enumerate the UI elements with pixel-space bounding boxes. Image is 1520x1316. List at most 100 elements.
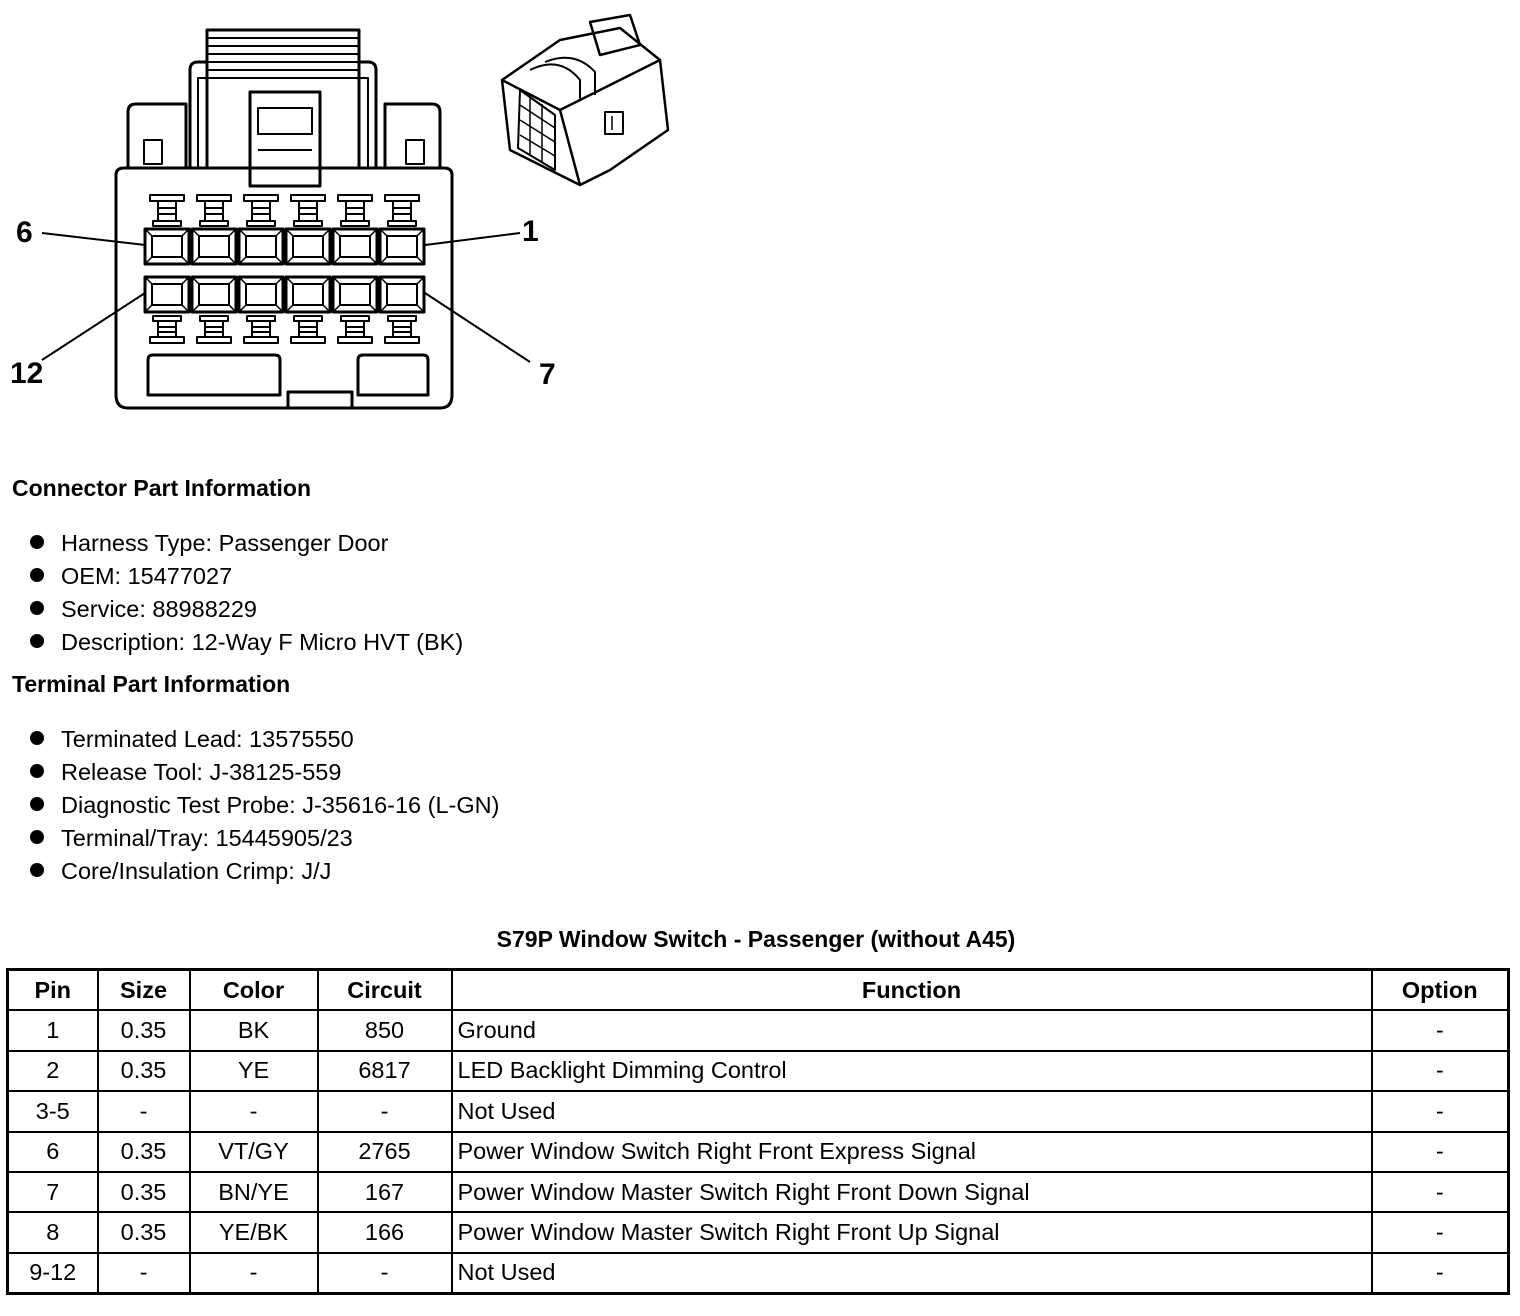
terminal-cavity [284,275,332,314]
list-item: Service: 88988229 [30,594,463,627]
table-cell: - [188,1090,319,1133]
connector-info-list: Harness Type: Passenger Door OEM: 154770… [30,528,463,660]
table-cell: 9-12 [6,1251,99,1295]
terminal-cavity [378,275,426,314]
table-cell: 0.35 [96,1009,191,1052]
table-cell: 6 [6,1130,99,1173]
terminal-latch [384,315,420,344]
table-cell: 167 [316,1170,453,1214]
pin-label-12: 12 [10,357,44,390]
connector-3d-view [500,13,670,187]
bullet-icon [30,764,44,778]
col-header-option: Option [1370,968,1510,1012]
table-row: 9-12---Not Used- [6,1251,1510,1295]
list-item: Core/Insulation Crimp: J/J [30,856,499,889]
terminal-cavity [378,227,426,266]
pin-label-1: 1 [522,215,539,248]
col-header-circuit: Circuit [316,968,453,1012]
terminal-latch [290,315,326,344]
terminal-latch [196,194,232,227]
table-cell: - [188,1251,319,1295]
table-cell: BK [188,1009,319,1052]
table-cell: YE/BK [188,1211,319,1254]
table-cell: 850 [316,1009,453,1052]
table-cell: 0.35 [96,1170,191,1214]
table-cell: 0.35 [96,1130,191,1173]
terminal-cavity [331,275,379,314]
terminal-latch [337,315,373,344]
table-cell: 2765 [316,1130,453,1173]
terminal-latch [384,194,420,227]
table-cell: 2 [6,1049,99,1093]
terminal-latch [149,194,185,227]
bullet-icon [30,634,44,648]
bullet-icon [30,601,44,615]
table-cell: - [1370,1130,1510,1173]
terminal-cavity [237,227,285,266]
table-cell: Power Window Switch Right Front Express … [450,1130,1373,1173]
bullet-icon [30,830,44,844]
table-cell: - [1370,1170,1510,1214]
col-header-pin: Pin [6,968,99,1012]
table-cell: 7 [6,1170,99,1214]
list-item: Harness Type: Passenger Door [30,528,463,561]
col-header-function: Function [450,968,1373,1012]
table-cell: VT/GY [188,1130,319,1173]
table-cell: Not Used [450,1251,1373,1295]
table-cell: 166 [316,1211,453,1254]
terminal-cavity [143,227,191,266]
leader-line-12 [41,292,146,361]
list-item: Terminal/Tray: 15445905/23 [30,823,499,856]
table-cell: - [96,1251,191,1295]
table-cell: 0.35 [96,1211,191,1254]
table-cell: - [316,1090,453,1133]
col-header-size: Size [96,968,191,1012]
table-cell: 8 [6,1211,99,1254]
pin-table-title: S79P Window Switch - Passenger (without … [496,926,1016,952]
terminal-info-heading: Terminal Part Information [12,671,291,697]
bullet-icon [30,797,44,811]
table-cell: Power Window Master Switch Right Front D… [450,1170,1373,1214]
connector-info-heading: Connector Part Information [12,475,312,501]
list-item: Terminated Lead: 13575550 [30,724,499,757]
table-header-row: Pin Size Color Circuit Function Option [6,968,1510,1012]
table-cell: - [1370,1211,1510,1254]
pin-label-6: 6 [16,216,33,249]
bullet-icon [30,535,44,549]
table-cell: - [1370,1009,1510,1052]
table-cell: 3-5 [6,1090,99,1133]
table-cell: - [1370,1090,1510,1133]
terminal-latch [196,315,232,344]
table-cell: - [1370,1251,1510,1295]
table-cell: 0.35 [96,1049,191,1093]
table-cell: Ground [450,1009,1373,1052]
terminal-cavity [143,275,191,314]
bullet-icon [30,568,44,582]
terminal-latch [337,194,373,227]
table-cell: BN/YE [188,1170,319,1214]
table-cell: - [1370,1049,1510,1093]
leader-line-1 [424,232,521,246]
terminal-cavity [190,275,238,314]
leader-line-6 [41,232,146,246]
terminal-latch [149,315,185,344]
list-item: Release Tool: J-38125-559 [30,757,499,790]
bullet-icon [30,863,44,877]
table-cell: 1 [6,1009,99,1052]
terminal-latch [290,194,326,227]
bullet-icon [30,731,44,745]
table-cell: - [316,1251,453,1295]
terminal-latch [243,194,279,227]
table-cell: - [96,1090,191,1133]
list-item: OEM: 15477027 [30,561,463,594]
terminal-info-list: Terminated Lead: 13575550 Release Tool: … [30,724,499,889]
terminal-cavity [284,227,332,266]
table-cell: YE [188,1049,319,1093]
table-row: 3-5---Not Used- [6,1090,1510,1133]
pin-label-7: 7 [539,358,556,391]
